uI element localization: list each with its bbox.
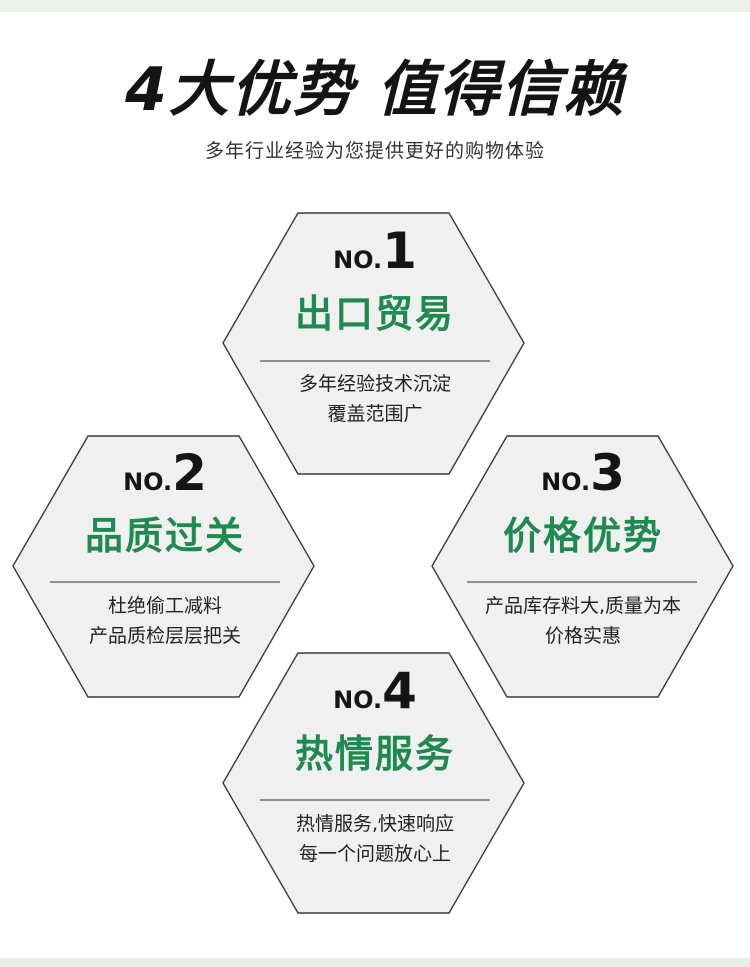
number-value: 2 [172, 444, 207, 502]
title-part-2: 值得信赖 [376, 55, 625, 125]
advantage-description: 多年经验技术沉淀 覆盖范围广 [225, 369, 525, 429]
description-line-1: 杜绝偷工减料 [107, 595, 222, 617]
advantage-card-4: NO.4 热情服务 热情服务,快速响应 每一个问题放心上 [225, 661, 525, 869]
advantage-number: NO.4 [225, 661, 525, 721]
number-value: 4 [382, 662, 417, 720]
advantage-card-3: NO.3 价格优势 产品库存料大,质量为本 价格实惠 [433, 443, 733, 651]
bottom-strip [0, 958, 750, 967]
description-line-2: 每一个问题放心上 [298, 843, 451, 865]
advantage-number: NO.2 [15, 443, 315, 503]
number-value: 1 [382, 222, 417, 280]
description-line-1: 多年经验技术沉淀 [298, 373, 451, 395]
hexagon-3 [431, 435, 734, 698]
title-part-1: 4大优势 [125, 55, 355, 125]
advantage-description: 产品库存料大,质量为本 价格实惠 [433, 591, 733, 651]
advantage-title: 品质过关 [84, 514, 245, 558]
page-title: 4大优势值得信赖 [0, 50, 750, 130]
number-prefix: NO. [123, 468, 173, 496]
page-subtitle: 多年行业经验为您提供更好的购物体验 [204, 140, 545, 162]
number-prefix: NO. [333, 246, 383, 274]
top-strip [0, 0, 750, 12]
description-line-1: 热情服务,快速响应 [295, 813, 455, 835]
description-line-2: 产品质检层层把关 [88, 625, 241, 647]
number-value: 3 [590, 444, 625, 502]
advantage-description: 杜绝偷工减料 产品质检层层把关 [15, 591, 315, 651]
advantage-number: NO.1 [225, 221, 525, 281]
hexagon-1 [222, 212, 525, 475]
number-prefix: NO. [541, 468, 591, 496]
description-line-2: 覆盖范围广 [327, 403, 423, 425]
description-line-2: 价格实惠 [544, 625, 621, 647]
advantage-title: 出口贸易 [294, 292, 455, 336]
advantage-description: 热情服务,快速响应 每一个问题放心上 [225, 809, 525, 869]
advantage-card-2: NO.2 品质过关 杜绝偷工减料 产品质检层层把关 [15, 443, 315, 651]
hexagon-2 [12, 435, 315, 698]
description-line-1: 产品库存料大,质量为本 [484, 595, 682, 617]
advantage-number: NO.3 [433, 443, 733, 503]
advantage-title: 热情服务 [294, 732, 455, 776]
number-prefix: NO. [333, 686, 383, 714]
hexagon-4 [222, 652, 525, 914]
advantage-title: 价格优势 [502, 514, 663, 558]
advantage-card-1: NO.1 出口贸易 多年经验技术沉淀 覆盖范围广 [225, 221, 525, 429]
